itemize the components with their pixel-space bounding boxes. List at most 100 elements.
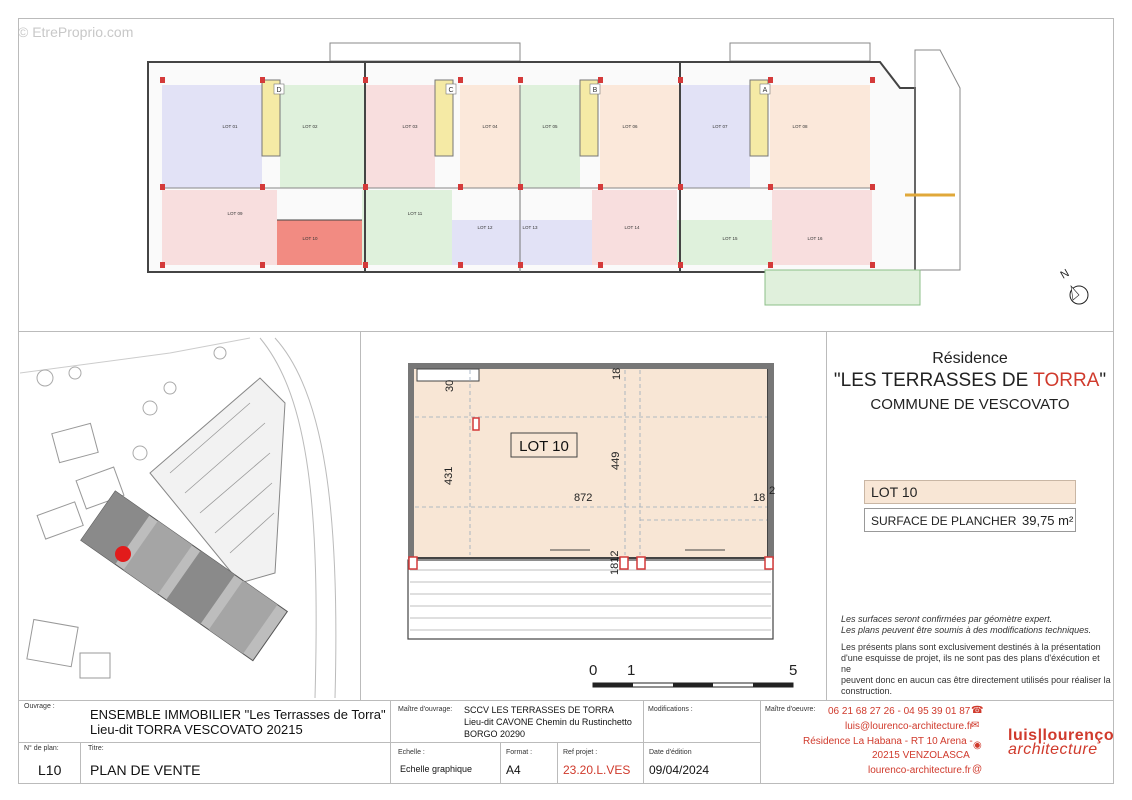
cartouche-col-4 <box>557 742 558 784</box>
title-line3: COMMUNE DE VESCOVATO <box>870 396 1070 413</box>
residence-title-block: Résidence "LES TERRASSES DE TORRA" COMMU… <box>826 350 1114 413</box>
title-quote-start: "LES TERRASSES DE <box>833 370 1034 391</box>
ref-value: 23.20.L.VES <box>563 763 631 777</box>
moe-email: luis@lourenco-architecture.fr <box>845 721 973 732</box>
moa-line1: SCCV LES TERRASSES DE TORRA <box>464 705 615 715</box>
overview-lot-02: LOT 02 <box>303 124 318 129</box>
moa-line3: BORGO 20290 <box>464 729 526 739</box>
north-arrow-icon: N <box>1059 267 1089 305</box>
overview-lot-07: LOT 07 <box>713 124 728 129</box>
at-icon: @ <box>972 764 983 775</box>
surface-box: SURFACE DE PLANCHER 39,75 m² <box>864 508 1076 532</box>
dim-1812: 1812 <box>609 551 621 575</box>
date-label: Date d'édition <box>649 749 692 756</box>
modifications-label: Modifications : <box>648 706 693 713</box>
cartouche-col-6 <box>760 700 761 784</box>
overview-lot-05: LOT 05 <box>543 124 558 129</box>
format-label: Format : <box>506 749 533 756</box>
scale-label-0: 0 <box>589 662 598 679</box>
overview-lot-15: LOT 15 <box>723 236 738 241</box>
plan-no-label: N° de plan: <box>24 745 59 752</box>
date-value: 09/04/2024 <box>649 763 710 777</box>
lot-detail-label: LOT 10 <box>519 438 569 455</box>
title-line1: Résidence <box>932 350 1008 367</box>
stair-tag-c: C <box>448 87 453 94</box>
divider-right <box>826 331 827 700</box>
overview-lot-10: LOT 10 <box>303 236 318 241</box>
echelle-value: Echelle graphique <box>400 764 473 774</box>
ouvrage-label: Ouvrage : <box>24 703 55 710</box>
cartouche-row-divider <box>18 742 760 743</box>
moe-label: Maître d'oeuvre: <box>765 706 816 713</box>
note-1: Les surfaces seront confirmées par géomè… <box>841 614 1053 624</box>
note-2: Les plans peuvent être soumis à des modi… <box>841 625 1092 635</box>
moe-address2: 20215 VENZOLASCA <box>872 750 970 761</box>
lot-badge: LOT 10 <box>864 480 1076 504</box>
moe-address1: Résidence La Habana - RT 10 Arena - <box>803 736 973 747</box>
cartouche-col-5 <box>643 700 644 784</box>
overview-lot-08: LOT 08 <box>793 124 808 129</box>
note-3b: d'une esquisse de projet, ils ne sont pa… <box>841 653 1100 674</box>
note-3c: peuvent donc en aucun cas être directeme… <box>841 675 1111 685</box>
overview-lot-13: LOT 13 <box>523 225 538 230</box>
lot-detail-plan: LOT 10 30 18 431 449 872 18 2 1812 <box>407 363 775 640</box>
ouvrage-line1: ENSEMBLE IMMOBILIER "Les Terrasses de To… <box>90 707 386 722</box>
moa-label: Maître d'ouvrage: <box>398 706 453 713</box>
scale-bar <box>592 682 794 688</box>
title-quote-end: " <box>1099 370 1107 391</box>
plan-title: PLAN DE VENTE <box>90 762 201 778</box>
format-value: A4 <box>506 763 521 777</box>
ref-label: Ref projet : <box>563 749 598 756</box>
dim-872: 872 <box>574 492 592 504</box>
overview-lot-03: LOT 03 <box>403 124 418 129</box>
titre-label: Titre: <box>88 745 104 752</box>
overview-lot-04: LOT 04 <box>483 124 498 129</box>
overview-lot-14: LOT 14 <box>625 225 640 230</box>
note-3a: Les présents plans sont exclusivement de… <box>841 642 1101 652</box>
north-label: N <box>1059 267 1072 281</box>
dim-30: 30 <box>444 380 456 392</box>
architect-logo: luis|lourenço architecture <box>1008 727 1115 759</box>
scale-label-5: 5 <box>789 662 798 679</box>
moe-website: lourenco-architecture.fr <box>868 765 971 776</box>
overview-lot-16: LOT 16 <box>808 236 823 241</box>
dim-18-top: 18 <box>611 368 623 380</box>
moa-line2: Lieu-dit CAVONE Chemin du Rustinchetto <box>464 717 632 727</box>
cartouche-col-2 <box>390 700 391 784</box>
stair-tag-b: B <box>593 87 598 94</box>
plan-number: L10 <box>38 762 62 778</box>
dim-449: 449 <box>610 452 622 470</box>
overview-lot-11: LOT 11 <box>408 211 423 216</box>
dim-18-right: 18 <box>753 492 765 504</box>
selected-lot-marker <box>115 546 131 562</box>
dim-2: 2 <box>769 485 775 497</box>
title-accent: TORRA <box>1033 370 1100 391</box>
stair-tag-a: A <box>763 87 768 94</box>
overview-lot-06: LOT 06 <box>623 124 638 129</box>
location-pin-icon: ◉ <box>973 740 982 751</box>
divider-top <box>18 331 1114 332</box>
cartouche-col-3 <box>500 742 501 784</box>
dim-431: 431 <box>443 467 455 485</box>
note-3d: construction. <box>841 686 893 696</box>
title-line2: "LES TERRASSES DE TORRA" <box>826 370 1114 392</box>
stair-tag-d: D <box>276 87 281 94</box>
overview-lot-12: LOT 12 <box>478 225 493 230</box>
mail-icon: ✉ <box>971 720 980 731</box>
overview-lot-09: LOT 09 <box>228 211 243 216</box>
watermark: © EtreProprio.com <box>18 24 134 40</box>
echelle-label: Echelle : <box>398 749 425 756</box>
overview-lot-01: LOT 01 <box>223 124 238 129</box>
notes: Les surfaces seront confirmées par géomè… <box>841 614 1111 697</box>
moe-phone: 06 21 68 27 26 - 04 95 39 01 87 <box>828 706 971 717</box>
overview-floor-plan: D C B A LOT 01 LOT 02 LOT 03 LOT 04 LOT … <box>147 42 961 306</box>
page-frame <box>18 18 1114 784</box>
phone-icon: ☎ <box>971 705 984 716</box>
surface-label: SURFACE DE PLANCHER <box>871 514 1017 528</box>
logo-top-text: luis|lourenço <box>1008 727 1115 744</box>
divider-cartouche <box>18 700 1114 701</box>
ouvrage-line2: Lieu-dit TORRA VESCOVATO 20215 <box>90 722 303 737</box>
logo-bottom-text: architecture <box>1008 741 1098 758</box>
scale-label-1: 1 <box>627 662 636 679</box>
cartouche-col-1 <box>80 742 81 784</box>
